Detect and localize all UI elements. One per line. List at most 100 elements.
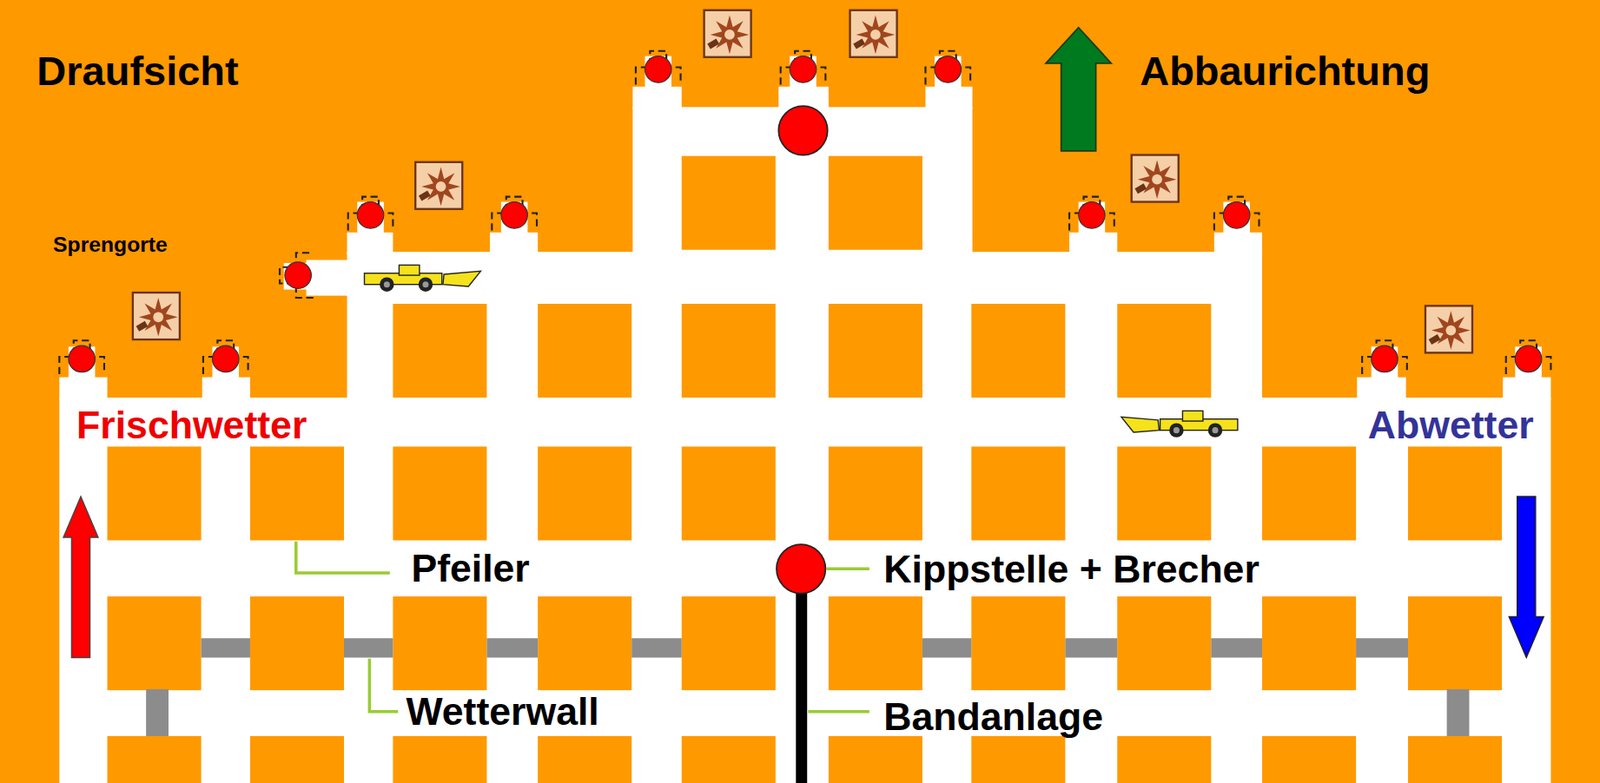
drill-bracket (348, 197, 394, 232)
drill-bracket (279, 252, 314, 298)
explosion-icon (415, 162, 463, 210)
pillar (1408, 446, 1502, 541)
pillar (392, 596, 487, 691)
pillar (1262, 736, 1356, 783)
fragment (418, 191, 431, 202)
pillar (1408, 736, 1502, 783)
fragment (1134, 183, 1147, 194)
leader-line (296, 542, 391, 574)
explosion-icon (850, 10, 898, 58)
blast-niche (934, 56, 962, 101)
blast-hole (212, 345, 240, 373)
blast-hole (284, 262, 312, 290)
blast-hole (68, 345, 96, 373)
leader-line (826, 568, 870, 572)
loader-wheel (379, 277, 394, 291)
direction-label: Abbaurichtung (1139, 47, 1430, 95)
ventilation-wall (1355, 638, 1409, 658)
pillar (971, 304, 1065, 398)
starburst (138, 297, 179, 338)
loaders (363, 264, 1237, 437)
drill-brackets (59, 51, 1551, 375)
icon-frame (415, 162, 463, 210)
icon-frame (704, 10, 752, 58)
pillar (107, 596, 202, 691)
drill-bracket (491, 197, 537, 232)
loader-vehicle (1121, 410, 1238, 438)
blast-niche (1223, 202, 1250, 247)
ventilation-wall (486, 638, 538, 658)
pillar (828, 304, 923, 398)
pillar (392, 446, 487, 541)
pillar (828, 156, 923, 251)
ventilation-wall (201, 638, 251, 658)
fragment (852, 39, 866, 50)
exhaust-air-label: Abwetter (1368, 403, 1534, 448)
blast-niche (1078, 202, 1106, 247)
blast-hole (1078, 202, 1106, 230)
drill-bracket (1361, 340, 1408, 375)
conveyor-belt (795, 571, 807, 783)
leader-line (807, 710, 869, 715)
loader-hub (1211, 427, 1218, 434)
pillar (681, 156, 776, 251)
mining-direction-arrow (1045, 27, 1111, 152)
explosion-icon (1131, 155, 1179, 203)
wall-label: Wetterwall (406, 689, 600, 734)
loader-wheel (418, 277, 433, 291)
pillar (681, 304, 776, 398)
loader-bucket (1121, 416, 1159, 433)
blast-niche (357, 202, 384, 247)
pillar (828, 596, 923, 691)
crusher-point (778, 105, 827, 155)
pillar (971, 596, 1065, 691)
exhaust-air-arrow (1508, 496, 1544, 659)
loader-wheel (1169, 423, 1184, 437)
pillar (1117, 304, 1211, 398)
loader-hub (383, 281, 391, 288)
starburst-core (436, 181, 447, 192)
ventilation-wall (145, 689, 169, 737)
ventilation-wall (1064, 638, 1118, 658)
explosion-icon (704, 10, 752, 58)
pillar (250, 736, 344, 783)
pillar (250, 446, 344, 541)
pillar (250, 596, 344, 691)
icon-frame (132, 292, 180, 340)
fresh-air-arrow (63, 496, 99, 659)
pillar (1117, 446, 1211, 541)
arrows (63, 27, 1544, 659)
blast-site-label: Sprengorte (52, 232, 168, 258)
drill-bracket (1214, 197, 1260, 232)
starburst (1431, 310, 1471, 351)
drill-bracket (635, 51, 681, 86)
loader-bucket (442, 271, 481, 287)
loader-cab (1182, 410, 1203, 422)
ventilation-wall (1447, 689, 1470, 737)
drift (347, 251, 1263, 400)
blast-hole (501, 202, 529, 230)
pillar (828, 736, 923, 783)
diagram-title: Draufsicht (36, 47, 239, 95)
blast-hole (934, 56, 962, 84)
starburst (856, 15, 896, 55)
leader-lines (296, 542, 870, 713)
conveyor-label: Bandanlage (883, 694, 1104, 740)
fresh-air-label: Frischwetter (76, 403, 307, 448)
pillar (681, 736, 776, 783)
fragment (707, 39, 720, 50)
icon-frame (1131, 155, 1179, 203)
explosion-icon (132, 292, 180, 340)
pillar (537, 596, 632, 691)
leader-line (369, 659, 398, 713)
pillar (681, 446, 776, 541)
loader-wheel (1208, 423, 1223, 437)
pillar (392, 736, 487, 783)
icon-frame (1425, 305, 1473, 353)
pillar (537, 304, 632, 398)
blast-niche (644, 56, 672, 101)
blast-niche (789, 56, 817, 101)
starburst-core (724, 29, 735, 40)
